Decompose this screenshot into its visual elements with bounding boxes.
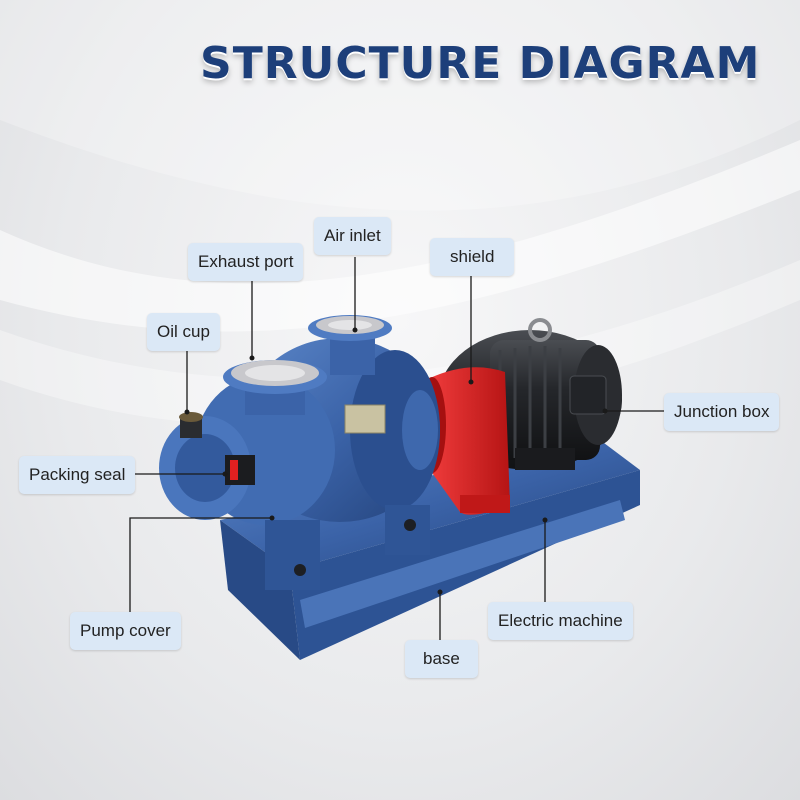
label-exhaust-port: Exhaust port <box>188 243 304 281</box>
label-electric-machine: Electric machine <box>488 602 633 640</box>
label-air-inlet: Air inlet <box>314 217 391 255</box>
label-packing-seal: Packing seal <box>19 456 136 494</box>
oil-cup <box>179 412 203 438</box>
label-pump-cover: Pump cover <box>70 612 181 650</box>
air-inlet-flange <box>308 315 392 375</box>
label-shield: shield <box>430 238 515 276</box>
page-title: STRUCTURE DIAGRAM <box>200 38 761 89</box>
label-junction-box: Junction box <box>664 393 780 431</box>
exhaust-flange <box>223 360 327 415</box>
label-base: base <box>405 640 478 678</box>
label-oil-cup: Oil cup <box>147 313 220 351</box>
